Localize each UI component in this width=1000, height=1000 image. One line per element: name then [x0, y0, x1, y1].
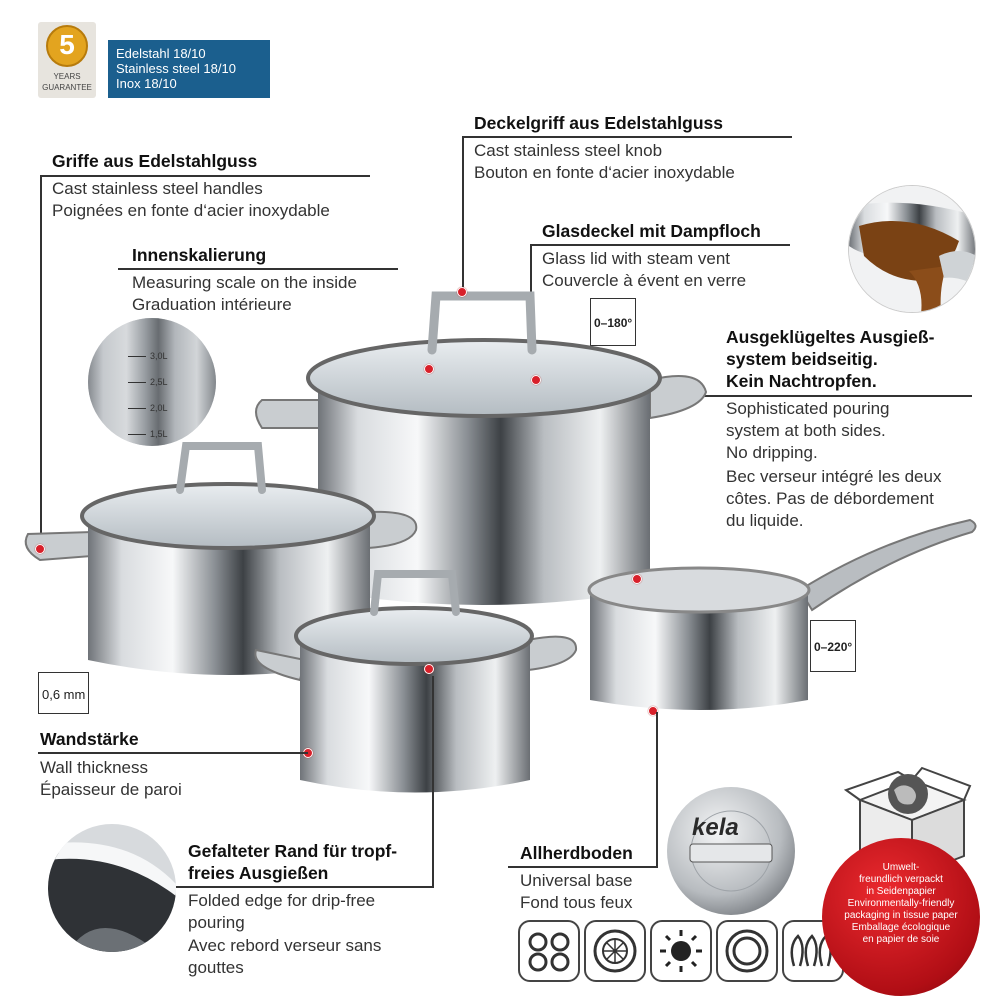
pouring-title-2: system beidseitig. [726, 349, 878, 369]
brand-logo: kela [692, 814, 739, 841]
material-de: Edelstahl 18/10 [116, 46, 206, 61]
guarantee-years: YEARS [53, 72, 81, 81]
measuring-scale-image: 3,0L 2,5L 2,0L 1,5L [88, 318, 216, 446]
pouring-detail-image [848, 185, 976, 313]
base-en: Universal base [520, 871, 633, 890]
scale-title: Innenskalierung [132, 245, 267, 265]
base-fr: Fond tous feux [520, 893, 633, 912]
guarantee-badge: 5 YEARS GUARANTEE [38, 22, 96, 98]
rim-line-4: gouttes [188, 958, 244, 977]
pouring-title-3: Kein Nachtropfen. [726, 371, 877, 391]
glass-lid-title: Glasdeckel mit Dampfloch [542, 221, 761, 241]
handles-title: Griffe aus Edelstahlguss [52, 151, 258, 171]
folded-rim-image [48, 824, 176, 952]
eco-line-1: Umwelt- [882, 862, 920, 873]
glass-lid-en: Glass lid with steam vent [542, 249, 731, 268]
scale-mark-25: 2,5L [150, 377, 168, 387]
marker-pouring [632, 574, 642, 584]
eco-line-2: freundlich verpackt [859, 874, 943, 885]
marker-lid-knob [457, 287, 467, 297]
guarantee-number: 5 [59, 29, 75, 60]
wall-en: Wall thickness [40, 758, 149, 777]
eco-line-5: packaging in tissue paper [844, 910, 958, 921]
eco-line-7: en papier de soie [862, 934, 940, 945]
marker-rim [424, 664, 434, 674]
wall-thickness-badge: 0,6 mm [38, 672, 90, 714]
lid-knob-fr: Bouton en fonte d‘acier inoxydable [474, 163, 735, 182]
handles-en: Cast stainless steel handles [52, 179, 263, 198]
stockpot [255, 291, 708, 605]
pouring-title-1: Ausgeklügeltes Ausgieß- [726, 327, 935, 347]
material-banner: Edelstahl 18/10 Stainless steel 18/10 In… [108, 40, 270, 98]
scale-fr: Graduation intérieure [132, 295, 292, 314]
eco-line-6: Emballage écologique [851, 922, 951, 933]
scale-mark-15: 1,5L [150, 429, 168, 439]
marker-base [648, 706, 658, 716]
lid-temperature-badge: 0–180° [590, 298, 637, 346]
pouring-line-5: côtes. Pas de débordement [726, 489, 934, 508]
rim-title-1: Gefalteter Rand für tropf- [188, 841, 398, 861]
eco-line-4: Environmentally-friendly [847, 898, 955, 909]
halogen-hob-icon [584, 920, 646, 982]
eco-packaging-badge: Umwelt- freundlich verpackt in Seidenpap… [822, 838, 980, 996]
material-en: Stainless steel 18/10 [116, 61, 236, 76]
material-fr: Inox 18/10 [116, 76, 177, 91]
rim-line-1: Folded edge for drip-free [188, 891, 376, 910]
saucepan [587, 518, 977, 710]
pouring-line-1: Sophisticated pouring [726, 399, 890, 418]
kela-base-image: kela [666, 786, 796, 916]
wall-title: Wandstärke [40, 729, 139, 749]
radiant-hob-icon [650, 920, 712, 982]
pouring-line-2: system at both sides. [726, 421, 886, 440]
pan-temperature-badge: 0–220° [810, 620, 857, 672]
handles-fr: Poignées en fonte d‘acier inoxydable [52, 201, 330, 220]
rim-title-2: freies Ausgießen [188, 863, 329, 883]
marker-steam-vent [531, 375, 541, 385]
scale-mark-30: 3,0L [150, 351, 168, 361]
pouring-line-6: du liquide. [726, 511, 804, 530]
rim-line-2: pouring [188, 913, 245, 932]
pouring-line-4: Bec verseur intégré les deux [726, 467, 942, 486]
eco-line-3: in Seidenpapier [866, 886, 936, 897]
lid-knob-en: Cast stainless steel knob [474, 141, 663, 160]
lid-knob-title: Deckelgriff aus Edelstahlguss [474, 113, 723, 133]
small-pot [254, 570, 578, 793]
electric-hob-icon [716, 920, 778, 982]
marker-scale [424, 364, 434, 374]
pouring-line-3: No dripping. [726, 443, 818, 462]
marker-handle [35, 544, 45, 554]
scale-mark-20: 2,0L [150, 403, 168, 413]
rim-line-3: Avec rebord verseur sans [188, 936, 382, 955]
wall-fr: Épaisseur de paroi [40, 780, 182, 799]
scale-en: Measuring scale on the inside [132, 273, 357, 292]
guarantee-medal-icon [46, 25, 88, 67]
glass-lid-fr: Couvercle à évent en verre [542, 271, 747, 290]
base-title: Allherdboden [520, 843, 633, 863]
guarantee-label: GUARANTEE [42, 83, 92, 92]
ceramic-hob-icon [518, 920, 580, 982]
cookware-set-illustration [24, 291, 977, 793]
